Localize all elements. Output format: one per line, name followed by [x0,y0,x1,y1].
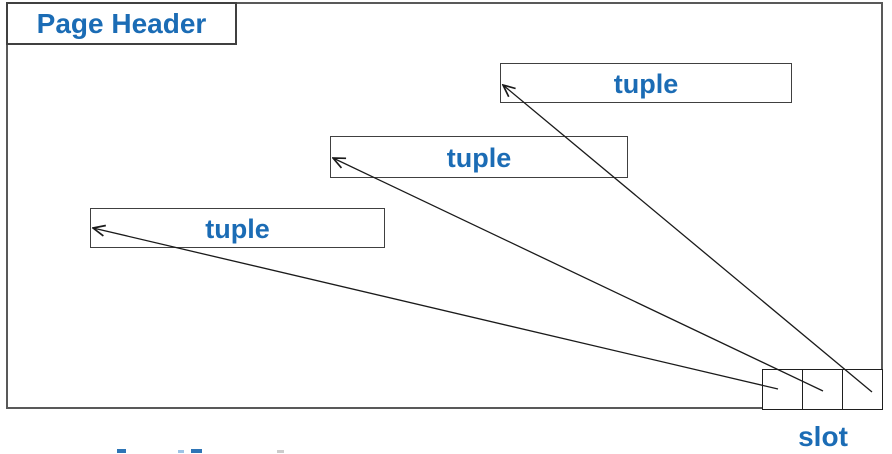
cutoff-text-fragment [191,449,202,453]
cutoff-text-fragment [117,449,126,453]
tuple-label: tuple [446,142,512,173]
tuple-label: tuple [613,68,679,99]
slot-cell-2 [802,369,843,410]
tuple-label: tuple [205,213,270,244]
slot-label: slot [798,421,848,452]
page-header-box: Page Header [6,2,237,45]
tuple-box-3: tuple [90,208,385,248]
page-header-label: Page Header [36,7,207,39]
slot-cell-3 [842,369,883,410]
tuple-box-2: tuple [330,136,628,178]
cutoff-text-fragment [178,450,184,453]
slot-cell-1 [762,369,803,410]
cutoff-text-fragment [277,450,284,453]
tuple-box-1: tuple [500,63,792,103]
